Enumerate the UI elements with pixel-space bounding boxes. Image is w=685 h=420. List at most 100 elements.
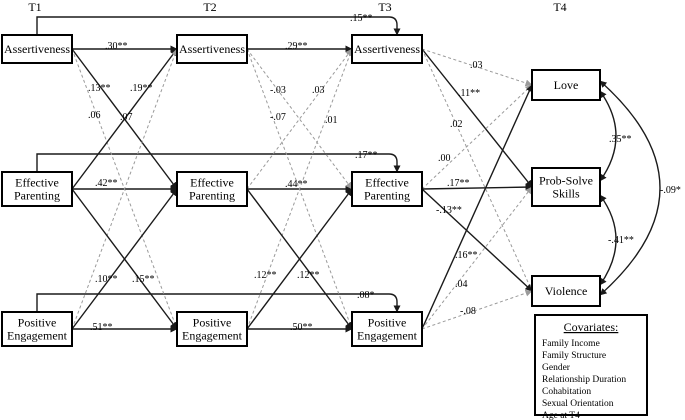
variable-label: Effective xyxy=(15,176,59,190)
path-coefficient-label: .06 xyxy=(88,110,101,121)
variable-box-love: Love xyxy=(531,69,601,101)
covariate-item: Family Structure xyxy=(542,351,606,361)
path-arrow-e3-to-viol xyxy=(421,188,533,292)
covariate-item: Relationship Duration xyxy=(542,375,626,385)
path-coefficient-label: .17** xyxy=(355,150,378,161)
path-arrow-e3-to-prob xyxy=(421,183,533,191)
variable-boxes: Assertiveness Assertiveness AssertivenessE… xyxy=(1,34,601,347)
covariate-item: Gender xyxy=(542,363,571,373)
variable-label: Parenting xyxy=(14,189,60,203)
path-coefficient-label: .13** xyxy=(88,83,111,94)
correlation-arcs xyxy=(599,80,661,296)
path-coefficient-label: .19** xyxy=(130,83,153,94)
variable-label: Parenting xyxy=(189,189,235,203)
path-coefficient-label: .16** xyxy=(455,250,478,261)
path-arrows xyxy=(36,16,533,333)
variable-label: Assertiveness xyxy=(4,42,70,56)
path-arrow-e2-to-a3 xyxy=(246,48,353,190)
variable-label: Effective xyxy=(190,176,234,190)
variable-box-a1: Assertiveness xyxy=(1,34,73,64)
variable-label: Parenting xyxy=(364,189,410,203)
path-coefficient-label: .29** xyxy=(285,41,308,52)
variable-label: Assertiveness xyxy=(179,42,245,56)
path-arrow-a3-to-viol xyxy=(421,48,533,292)
covariate-item: Family Income xyxy=(542,339,600,349)
variable-label: Violence xyxy=(545,284,588,298)
correlation-coefficient-label: .35** xyxy=(609,134,632,145)
path-coefficient-label: .42** xyxy=(95,178,118,189)
variable-label: Engagement xyxy=(7,329,68,343)
variable-label: Positive xyxy=(368,316,407,330)
path-coefficient-label: .30** xyxy=(105,41,128,52)
path-coefficient-label: .02 xyxy=(450,119,463,130)
covariate-item: Age at T4 xyxy=(542,411,580,420)
correlation-coefficient-label: -.41** xyxy=(608,235,634,246)
correlation-coefficient-label: -.09* xyxy=(660,185,681,196)
wave-label-t4: T4 xyxy=(553,0,566,14)
path-coefficient-label: -.03 xyxy=(270,85,286,96)
path-arrow-a3-to-prob xyxy=(421,48,533,188)
variable-label: Engagement xyxy=(182,329,243,343)
variable-box-viol: Violence xyxy=(531,275,601,307)
wave-label-t1: T1 xyxy=(28,0,41,14)
path-coefficient-label: .15** xyxy=(132,274,155,285)
covariate-item: Cohabitation xyxy=(542,387,591,397)
path-coefficient-label: .51** xyxy=(90,322,113,333)
variable-label: Prob-Solve xyxy=(539,174,593,188)
path-coefficient-label: .00 xyxy=(438,153,451,164)
covariates-title: Covariates: xyxy=(564,320,619,334)
variable-label: Positive xyxy=(18,316,57,330)
variable-label: Skills xyxy=(552,187,580,201)
path-coefficient-label: .15** xyxy=(350,13,373,24)
path-coefficient-label: .10** xyxy=(95,274,118,285)
path-coefficient-label: -.08 xyxy=(460,306,476,317)
covariates-box: Covariates: Family Income Family Structu… xyxy=(534,314,648,420)
covariate-item: Sexual Orientation xyxy=(542,399,614,409)
path-arrow-p3-to-love xyxy=(421,84,533,330)
path-arrow-p3-to-viol xyxy=(421,289,533,330)
variable-label: Positive xyxy=(193,316,232,330)
path-coefficient-label: -.13** xyxy=(436,205,462,216)
path-coefficient-label: .07 xyxy=(120,112,133,123)
path-coefficient-label: .03 xyxy=(312,85,325,96)
path-coefficient-label: .01 xyxy=(325,115,338,126)
path-coefficient-label: .08* xyxy=(357,290,375,301)
variable-label: Engagement xyxy=(357,329,418,343)
path-arrow-p3-to-prob xyxy=(421,186,533,330)
path-arrow-p1-to-e2 xyxy=(71,188,178,330)
path-arrow-e1-to-a2 xyxy=(71,48,178,190)
variable-label: Assertiveness xyxy=(354,42,420,56)
wave-label-t2: T2 xyxy=(203,0,216,14)
path-arrow-e3-to-love xyxy=(421,84,533,190)
correlation-arc-love-viol xyxy=(599,80,661,296)
variable-box-a3: Assertiveness xyxy=(351,34,423,64)
path-coefficient-label: .50** xyxy=(290,322,313,333)
path-arrow-a3-to-love xyxy=(421,48,533,87)
path-arrow-p2-to-e3 xyxy=(246,188,353,330)
path-coefficient-label: .12** xyxy=(254,270,277,281)
path-coefficient-label: -.07 xyxy=(270,112,286,123)
path-arrow-p1-to-a2 xyxy=(71,48,178,330)
variable-box-a2: Assertiveness xyxy=(176,34,248,64)
variable-label: Effective xyxy=(365,176,409,190)
path-coefficient-label: .44** xyxy=(285,179,308,190)
path-arrow-a2-to-e3 xyxy=(246,48,353,190)
path-arrow-a1-to-a3 xyxy=(36,16,401,36)
path-coefficient-label: .12** xyxy=(297,270,320,281)
variable-label: Love xyxy=(554,78,579,92)
path-arrow-p1-to-p3 xyxy=(36,293,401,313)
wave-label-t3: T3 xyxy=(378,0,391,14)
path-coefficient-label: .03 xyxy=(470,60,483,71)
coefficient-labels: .30** .29** .42** .44** .51** .50** .15** .17**… xyxy=(88,13,681,333)
path-coefficient-label: .04 xyxy=(455,279,468,290)
path-arrow-p2-to-a3 xyxy=(246,48,353,330)
path-coefficient-label: .11** xyxy=(458,88,480,99)
